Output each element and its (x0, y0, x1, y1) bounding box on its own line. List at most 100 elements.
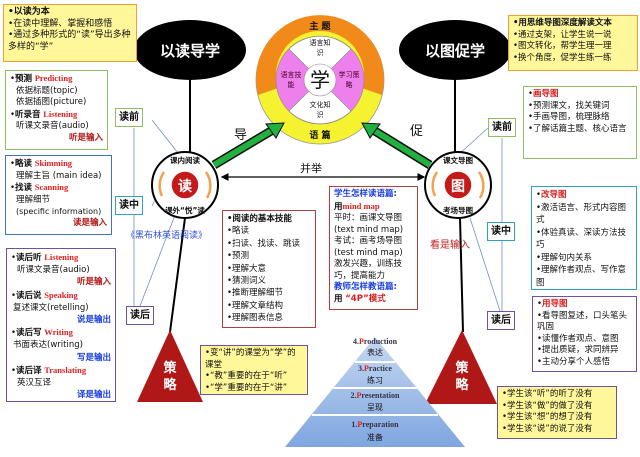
left-title: 以读导学 (159, 42, 220, 60)
left-post-box: •读后听 Listening 听课文录音(audio) 听是输入 •读后说 Sp… (6, 248, 116, 402)
bullet: •在读中理解、掌握和感悟 (8, 18, 113, 29)
english-term: Speaking (44, 289, 78, 300)
in-class-reading: 课内阅读 (170, 156, 200, 165)
extracurricular-reading: 课外“悦”读 (165, 206, 205, 215)
heading: 听录音 (15, 109, 41, 120)
note: 说是输出 (76, 315, 111, 326)
skill-item: •预测 (227, 251, 250, 262)
bullet: •“学”重要的在于“讲” (205, 382, 288, 393)
num: 1. (351, 420, 358, 429)
classroom-note-box: •变“讲”的课堂为“学”的课堂 •“教”重要的在于“听” •“学”重要的在于“讲… (200, 345, 308, 395)
skill-item: •理解文章结构 (227, 300, 284, 311)
num: 2. (350, 391, 357, 400)
line: 理解细节 (16, 194, 51, 205)
left-title-ellipse (134, 20, 246, 80)
heading: 略读 (15, 159, 33, 169)
line: 激发兴趣，训练技巧，提高能力 (334, 259, 403, 281)
line: 复述课文(retelling) (13, 302, 89, 313)
bullet: •“教”重要的在于“听” (205, 371, 288, 381)
wheel-learning-strategy: 学习策略 (338, 71, 360, 89)
bullet: •通过多种形式的“读”导出多种多样的“学” (8, 30, 131, 52)
bullet: •变“讲”的课堂为“学”的课堂 (205, 348, 296, 370)
line: (specific information) (16, 207, 102, 216)
wheel-language-skills: 语言技能 (280, 71, 302, 89)
line: 理解主旨 (main idea) (16, 170, 102, 181)
heading: 画导图 (533, 89, 559, 99)
english-term: Listening (44, 252, 79, 262)
model-name: “4P”模式 (345, 293, 386, 304)
bullet: •通过支架，让学生说一说 (513, 29, 612, 40)
num: 4. (352, 337, 359, 346)
stage-post-right: 读后 (487, 311, 515, 330)
line: 平时：画课文导图(text mind map) (334, 213, 404, 235)
line: 英汉互译 (17, 378, 52, 389)
p: P (357, 420, 363, 429)
english-term: Skimming (34, 158, 73, 168)
connector-lines (133, 119, 503, 312)
stage-post-left: 读后 (126, 306, 154, 325)
bullet: •学生该“想”的想了没有 (502, 412, 593, 422)
bullet: •图文转化，帮学生理一理 (513, 41, 612, 51)
question: 教师怎样教语篇: (334, 282, 397, 292)
text: 用 (334, 201, 343, 212)
right-title: 以图促学 (424, 42, 485, 60)
english-term: Predicting (34, 73, 73, 83)
seeing-is-input: 看是输入 (430, 240, 470, 251)
note: 听是输入 (76, 277, 111, 288)
left-while-box: •略读 Skimming 理解主旨 (main idea) •找读 Scanni… (5, 155, 112, 235)
right-while-box: •改导图 •激活语言、形式内容图式 •体验真读、深读方法技巧 •理解句内关系 •… (531, 186, 637, 290)
num: 3. (358, 364, 364, 373)
heading: 读后译 (16, 365, 42, 376)
note: 听是输入 (68, 132, 103, 143)
book-series-link[interactable]: 《黑布林英语阅读》 (126, 231, 208, 241)
bullet: •以读为本 (8, 7, 50, 17)
line: 考试：画考场导图(test mind map) (334, 236, 403, 258)
note: 译是输出 (76, 390, 111, 401)
skill-item: •略读 (227, 226, 250, 237)
bullet: •读懂作者观点、意图 (537, 333, 619, 344)
note: 读是输入 (72, 217, 107, 228)
heading: 用导图 (542, 299, 568, 309)
bullet: •体验真读、深读方法技巧 (536, 227, 627, 251)
right-title-ellipse (399, 20, 511, 80)
p: P (356, 391, 362, 400)
question: 学生怎样读语篇: (334, 189, 397, 199)
map-principle-box: •用思维导图深度解读文本 •通过支架，让学生说一说 •图文转化，帮学生理一理 •… (508, 15, 638, 71)
skill-item: •推断理解细节 (227, 288, 284, 299)
read-principle-box: •以读为本 •在读中理解、掌握和感悟 •通过多种形式的“读”导出多种多样的“学” (3, 4, 137, 62)
mind-map-box: 学生怎样读语篇: 用mind map 平时：画课文导图(text mind ma… (329, 186, 418, 310)
bullet: •看导图复述，口头笔头巩固 (537, 310, 628, 333)
line: 书面表达(writing) (13, 340, 83, 351)
heading: 找读 (15, 183, 33, 193)
strategy-triangle-right (425, 330, 497, 404)
bullet: •了解话篇主题、核心语言 (528, 123, 627, 134)
guide-label: 导 (234, 128, 248, 143)
text: 用 (334, 293, 343, 304)
wheel-discourse: 语 篇 (309, 131, 331, 141)
skills-heading: •阅读的基本技能 (227, 214, 292, 224)
heading: 改导图 (541, 190, 567, 200)
wheel-culture-knowledge: 文化知识 (309, 101, 331, 119)
right-stem-lower (459, 217, 464, 333)
rest: reparation (362, 420, 399, 429)
reading-skills-box: •阅读的基本技能 •略读 •扫读、找读、跳读 •预测 •理解大意 •猜测词义 •… (222, 210, 316, 328)
english-term: Listening (43, 108, 78, 119)
cn: 表达 (367, 348, 383, 357)
bullet: •换个角度，促学生练一练 (513, 52, 612, 63)
heading: 读后说 (16, 290, 42, 301)
bullet: •提出质疑，求同辨异 (537, 345, 619, 355)
bullet: •理解句内关系 (536, 252, 593, 263)
note: 写是输出 (76, 352, 111, 363)
line: 听课文录音(audio) (17, 265, 90, 276)
left-stem-lower (169, 217, 186, 333)
p: P (364, 364, 369, 373)
pyramid-4p (285, 337, 465, 447)
cn: 练习 (367, 376, 383, 385)
english-term: Scanning (34, 182, 69, 192)
english-term: Writing (44, 327, 73, 338)
bullet: •学生该“听”的听了没有 (502, 389, 593, 399)
skill-item: •理解图表信息 (227, 313, 284, 324)
cn: 呈现 (367, 403, 383, 412)
stage-while-left: 读中 (115, 196, 143, 215)
